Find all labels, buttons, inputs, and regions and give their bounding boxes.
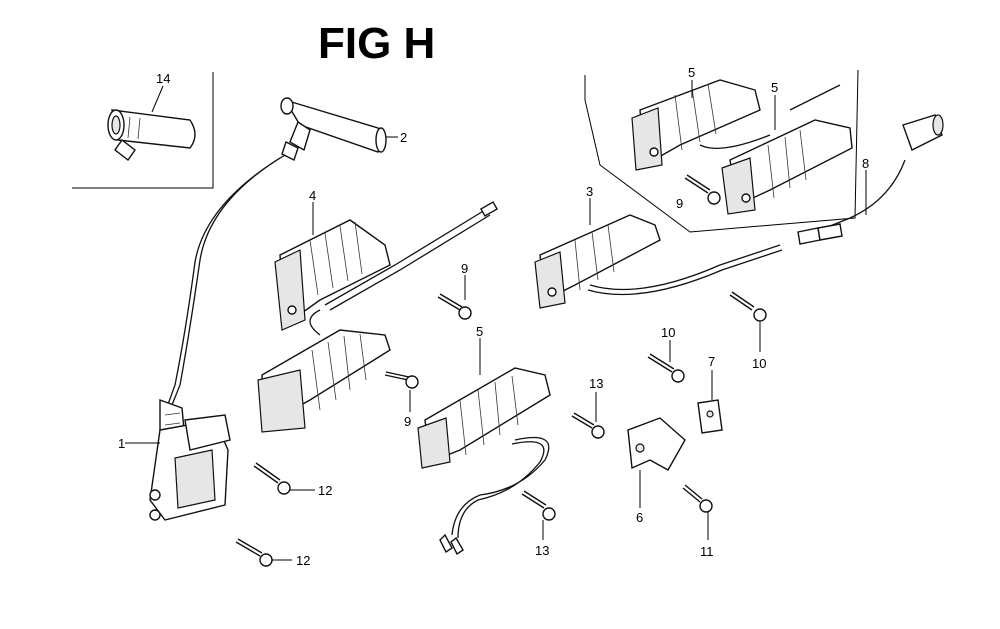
callout-12-a: 12 xyxy=(318,483,332,498)
callout-5-upper-a: 5 xyxy=(688,65,695,80)
leader-14 xyxy=(151,85,164,113)
bolt-11 xyxy=(682,484,713,513)
wire-harness-part-8 xyxy=(797,114,944,245)
inset-box-5 xyxy=(584,69,859,233)
callout-4: 4 xyxy=(309,188,316,203)
callout-6: 6 xyxy=(636,510,643,525)
callout-3: 3 xyxy=(586,184,593,199)
bolt-9-b xyxy=(384,371,419,389)
bolt-12-a xyxy=(253,462,291,495)
callout-5-center: 5 xyxy=(476,324,483,339)
bolt-13-b xyxy=(521,490,556,521)
callout-10-b: 10 xyxy=(752,356,766,371)
coil-part-5-center xyxy=(417,367,551,469)
bolt-12-b xyxy=(235,538,273,567)
callout-13-a: 13 xyxy=(589,376,603,391)
bolt-9-inset xyxy=(684,174,721,205)
coil-part-3 xyxy=(534,214,661,309)
coil-part-4 xyxy=(274,219,391,331)
callout-12-b: 12 xyxy=(296,553,310,568)
coil-lower-left xyxy=(257,329,391,433)
ignition-coil-part-1 xyxy=(149,399,231,521)
callout-5-upper-b: 5 xyxy=(771,80,778,95)
bracket-part-6 xyxy=(627,417,686,471)
callout-2: 2 xyxy=(400,130,407,145)
callout-11: 11 xyxy=(700,544,714,559)
spark-plug-cap-part-14 xyxy=(107,109,196,162)
callout-9-inset: 9 xyxy=(676,196,683,211)
bolt-9-a xyxy=(437,293,472,320)
spark-plug-cap-part-2 xyxy=(280,97,387,161)
callout-1: 1 xyxy=(118,436,125,451)
callout-9-b: 9 xyxy=(404,414,411,429)
bolt-10-a xyxy=(647,353,685,383)
callout-14: 14 xyxy=(156,71,170,86)
bolt-13-a xyxy=(571,412,605,439)
coil-part-5-upper-a xyxy=(631,79,761,171)
callout-7: 7 xyxy=(708,354,715,369)
callout-13-b: 13 xyxy=(535,543,549,558)
callout-8: 8 xyxy=(862,156,869,171)
figure-title: FIG H xyxy=(318,19,435,68)
callout-9-a: 9 xyxy=(461,261,468,276)
bracket-part-7 xyxy=(697,399,723,434)
bolt-10-b xyxy=(729,291,767,322)
callout-10-a: 10 xyxy=(661,325,675,340)
coil-part-5-upper-b xyxy=(721,119,853,215)
inset-box-14 xyxy=(72,72,214,189)
